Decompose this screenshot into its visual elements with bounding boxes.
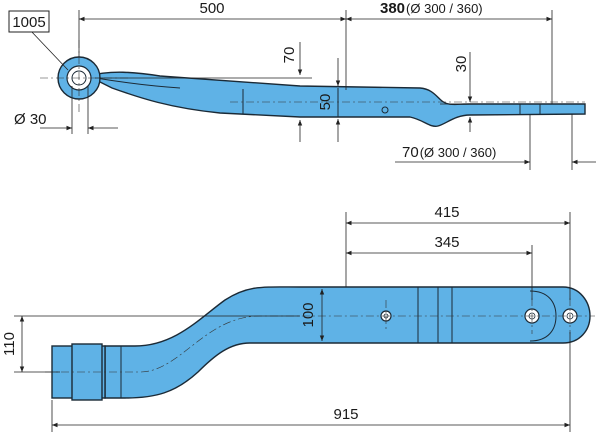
dim-70-rear-offset-label: 70(Ø 300 / 360) <box>402 144 496 161</box>
dim-eye-diameter-label: Ø 30 <box>14 111 47 128</box>
dim-915-label: 915 <box>333 406 358 423</box>
top-view: 415 345 100 110 915 <box>1 204 595 432</box>
dim-415-label: 415 <box>434 204 459 221</box>
dim-100-label: 100 <box>300 302 317 327</box>
dim-110-label: 110 <box>1 332 18 356</box>
dim-345-label: 345 <box>434 234 459 251</box>
dim-50-label: 50 <box>317 94 334 111</box>
dim-70-vertical-label: 70 <box>281 47 298 64</box>
side-view-leaf <box>86 71 586 128</box>
side-view-center-hole <box>381 106 389 114</box>
part-number-label: 1005 <box>12 14 45 31</box>
dim-30-rear-label: 30 <box>453 56 470 73</box>
part-number-box <box>8 10 50 33</box>
top-view-leaf <box>104 286 591 399</box>
dim-380-label: 380(Ø 300 / 360) <box>380 0 483 17</box>
side-view: 500 380(Ø 300 / 360) 70 50 30 Ø 30 70(Ø … <box>8 0 596 170</box>
dim-500-label: 500 <box>199 0 224 17</box>
